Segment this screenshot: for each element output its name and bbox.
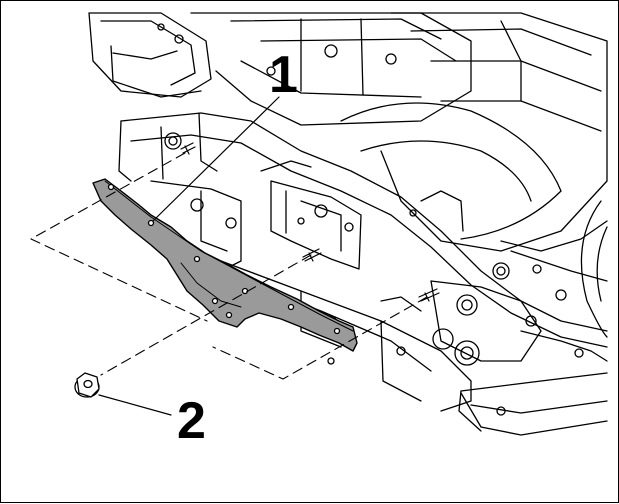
callout-number-1: 1 (269, 46, 298, 104)
alignment-dashed-lines (30, 152, 428, 380)
leader-line-1 (152, 96, 280, 222)
stud-center (302, 248, 322, 262)
leader-line-2 (98, 394, 172, 416)
callout-leader-lines (98, 96, 280, 416)
stud-left (180, 142, 196, 155)
part-2-flange-nut (74, 372, 100, 398)
stud-right (418, 288, 440, 302)
engine-bay-structure (88, 12, 608, 436)
callout-number-2: 2 (177, 392, 206, 450)
part-1-bracket (92, 178, 358, 352)
